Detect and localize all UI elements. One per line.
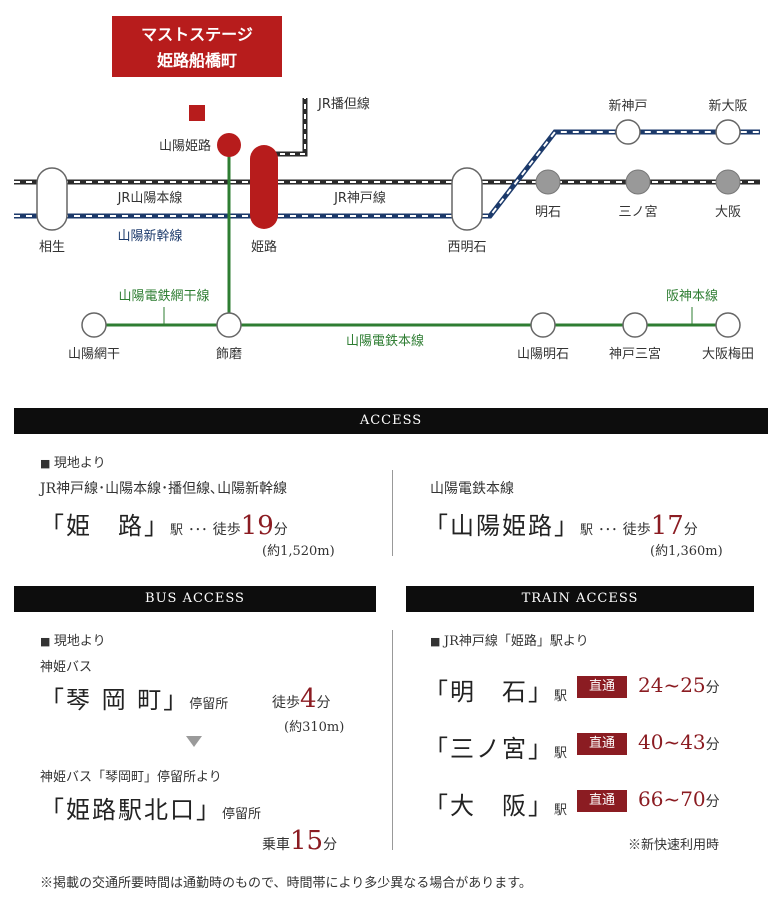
bus-stop1-row: 「琴 岡 町」停留所 [40,686,229,714]
train-dest-sannomiya: 三ノ宮 [450,735,528,763]
down-arrow-icon [186,736,202,747]
station-label-osaka: 大阪 [715,205,741,220]
train-dest-osaka: 大 阪 [450,792,528,820]
bus-stop2-name: 姫路駅北口 [66,796,196,824]
station-marker-shikama [216,312,242,338]
bus-company: 神姫バス [40,660,93,675]
station-label-sannomiya: 三ノ宮 [618,204,657,220]
station-label-kobe-sannomiya: 神戸三宮 [609,346,661,362]
property-name-line1: マストステージ [141,25,253,44]
route-map: マストステージ 姫路船橋町 JR山陽本線 山陽新幹線 JR神戸線 JR播但線 [14,16,760,362]
access-left-station: 姫 路 [66,512,144,540]
footnote: ※掲載の交通所要時間は通勤時のもので、時間帯により多少異なる場合があります。 [40,876,532,891]
line-label-sanyo-dentetsu: 山陽電鉄本線 [346,333,424,349]
station-marker-osaka-umeda [715,312,741,338]
access-header: ACCESS [14,408,768,434]
line-label-sanyo-main: JR山陽本線 [117,190,183,206]
property-label-box [112,16,282,77]
bus-stop2-row: 「姫路駅北口」停留所 [40,796,262,824]
bus-stop1-name: 琴 岡 町 [66,686,164,714]
bus-train-divider [392,630,393,850]
station-marker-sanyo-himeji [217,133,241,157]
station-marker-sanyo-akashi [530,312,556,338]
direct-badge: 直通 [577,790,627,812]
bus-access-header: BUS ACCESS [14,586,376,612]
station-label-sanyo-himeji: 山陽姫路 [159,138,211,154]
station-marker-kobe-sannomiya [622,312,648,338]
station-marker-akashi [535,169,561,195]
direct-badge: 直通 [577,676,627,698]
bus-stop1-distance: (約310m) [284,720,345,735]
station-label-aioi: 相生 [39,240,65,255]
train-time-sannomiya: 40~43分 [638,730,720,754]
access-left-lines: JR神戸線･山陽本線･播但線､山陽新幹線 [40,481,288,497]
station-label-akashi: 明石 [535,205,561,220]
train-time-akashi: 24~25分 [638,673,720,697]
direct-badge: 直通 [577,733,627,755]
bus-stop1-walk: 徒歩4分 [272,684,331,714]
bus-stop1-minutes: 4 [300,684,317,714]
line-label-bantan: JR播但線 [317,96,370,112]
line-label-shinkansen: 山陽新幹線 [117,228,182,244]
train-access-header: TRAIN ACCESS [406,586,754,612]
bantan-line [270,98,308,157]
station-marker-himeji [250,145,278,229]
access-right-minutes: 17 [650,511,684,541]
train-row-akashi: 「明 石」駅 [424,678,568,706]
access-right-lines: 山陽電鉄本線 [430,481,514,497]
station-label-sanyo-aboshi: 山陽網干 [68,347,120,362]
station-label-nishiakashi: 西明石 [447,240,486,255]
train-time-osaka: 66~70分 [638,787,720,811]
access-from-label: ■ 現地より [40,456,106,471]
station-label-sanyo-akashi: 山陽明石 [517,347,569,362]
access-left-distance: (約1,520m) [262,544,335,559]
station-label-shinkobe: 新神戸 [608,98,647,114]
station-label-shinosaka: 新大阪 [708,98,747,114]
station-marker-shinosaka [715,119,741,145]
access-right-station: 山陽姫路 [450,512,554,540]
bus-from-label: ■ 現地より [40,634,106,649]
train-from-label: ■ JR神戸線「姫路」駅より [430,634,589,649]
bus-stop2-minutes: 15 [290,826,324,856]
station-marker-sanyo-aboshi [81,312,107,338]
station-label-osaka-umeda: 大阪梅田 [702,347,754,362]
access-left-minutes: 19 [240,511,274,541]
property-location-marker [189,105,205,121]
station-label-himeji: 姫路 [251,239,277,255]
station-label-shikama: 飾磨 [216,347,242,362]
bus-from-stop: 神姫バス「琴岡町」停留所より [40,770,222,785]
station-marker-shinkobe [615,119,641,145]
bus-stop2-ride: 乗車15分 [262,826,338,856]
line-label-hanshin: 阪神本線 [666,288,718,304]
access-right-row: 「山陽姫路」駅 ･･･ 徒歩17分 [424,511,698,541]
station-marker-osaka [715,169,741,195]
line-label-kobe: JR神戸線 [333,190,386,206]
train-dest-akashi: 明 石 [450,678,528,706]
station-marker-nishiakashi [451,167,483,231]
train-row-sannomiya: 「三ノ宮」駅 [424,735,568,763]
access-right-distance: (約1,360m) [650,544,723,559]
train-note: ※新快速利用時 [628,838,720,853]
station-marker-sannomiya [625,169,651,195]
access-divider [392,470,393,556]
access-left-row: 「姫 路」駅 ･･･ 徒歩19分 [40,511,288,541]
property-name-line2: 姫路船橋町 [157,51,237,70]
train-row-osaka: 「大 阪」駅 [424,792,568,820]
line-label-aboshi: 山陽電鉄網干線 [118,288,209,304]
station-marker-aioi [36,167,68,231]
